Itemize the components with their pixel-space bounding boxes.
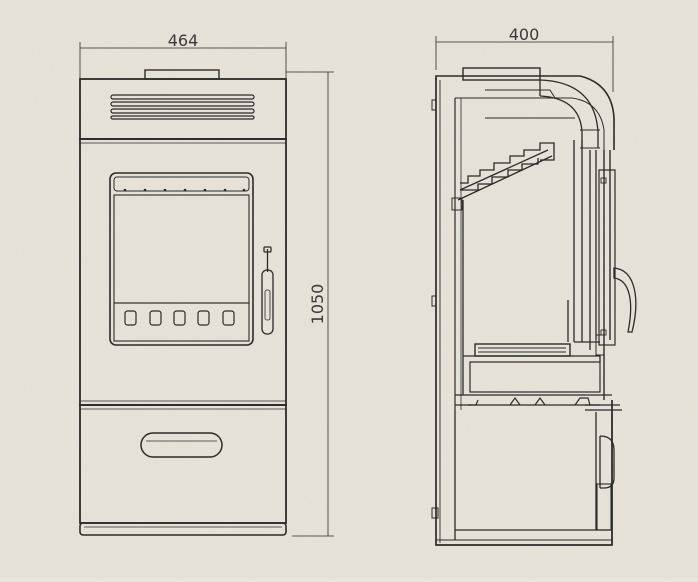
- depth-dimension-line: [435, 36, 614, 92]
- height-dimension-line: [286, 71, 334, 537]
- baffle-plates: [451, 142, 555, 211]
- depth-dimension-label: 400: [509, 25, 540, 44]
- flue-outlet: [462, 67, 541, 81]
- height-dimension-label: 1050: [308, 284, 327, 325]
- door-handle: [261, 246, 274, 335]
- base-plinth: [79, 522, 287, 536]
- ash-pan: [455, 394, 622, 411]
- burn-grate: [463, 334, 605, 393]
- width-dimension-label: 464: [168, 31, 199, 50]
- front-view: [79, 42, 287, 536]
- stove-door: [109, 172, 254, 346]
- firebox: [462, 140, 597, 395]
- flue-elbow: [539, 79, 600, 149]
- top-vent-grille: [110, 94, 255, 120]
- door-rivets: [123, 188, 246, 192]
- side-door: [598, 150, 616, 400]
- side-view: [431, 36, 637, 546]
- top-housing-curve: [435, 75, 615, 150]
- side-door-handle: [613, 267, 637, 333]
- lower-compartment: [431, 410, 615, 545]
- drawer-handle-recess: [140, 432, 223, 458]
- air-intake-slots: [124, 310, 235, 326]
